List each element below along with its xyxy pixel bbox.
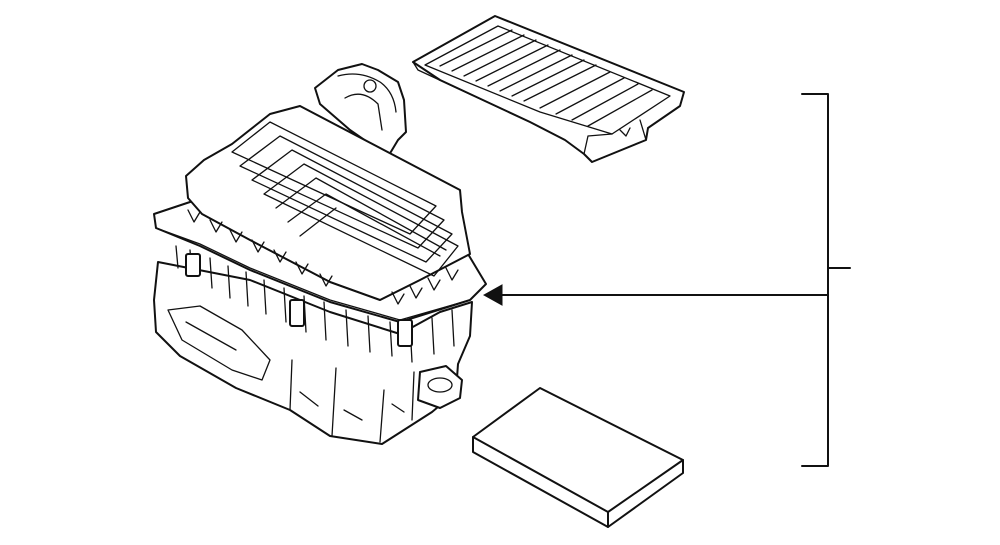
air-cleaner-housing-icon [153, 63, 487, 445]
arrowhead-icon [482, 284, 503, 306]
air-filter-icon [472, 387, 684, 528]
upper-cover-icon [412, 15, 685, 163]
callout-bracket [482, 93, 851, 467]
